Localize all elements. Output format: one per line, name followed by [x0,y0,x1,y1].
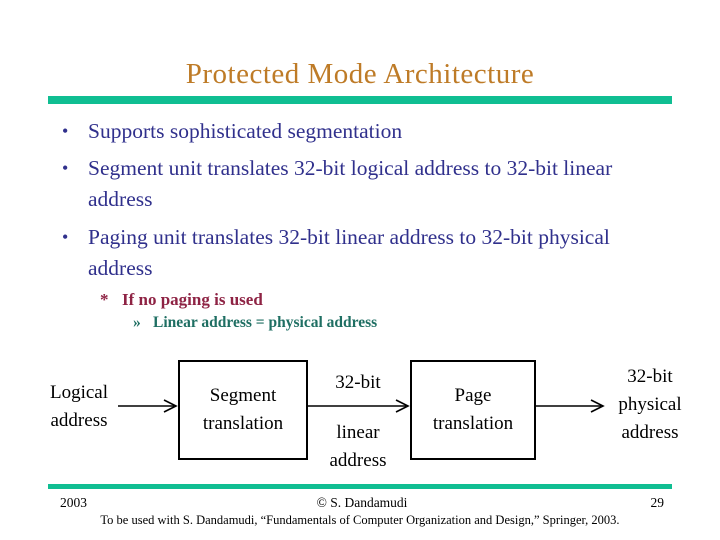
bullet-item: • Segment unit translates 32-bit logical… [62,153,700,215]
sub-sub-bullet-text: Linear address = physical address [153,314,378,332]
footer: 2003 © S. Dandamudi 29 [60,495,664,511]
bullet-text: Paging unit translates 32-bit linear add… [88,224,610,280]
physical-address-label: 32-bit physical address [618,366,682,443]
segment-translation-box: Segment translation [178,360,308,460]
title-divider-bar [48,96,672,104]
asterisk-bullet-icon: * [100,289,109,309]
logical-address-label: Logical address [49,382,109,431]
footer-year: 2003 [60,495,87,510]
slide-title: Protected Mode Architecture [185,58,535,90]
page-translation-box: Page translation [410,360,536,460]
guillemet-bullet-icon: » [133,314,141,332]
footer-divider-bar [48,484,672,489]
bullet-icon: • [62,226,69,247]
sub-bullet-text: If no paging is used [122,289,263,309]
bullet-list: • Supports sophisticated segmentation • … [0,116,700,333]
footer-copyright: © S. Dandamudi [316,495,408,510]
bullet-item: • Supports sophisticated segmentation [62,116,700,147]
footer-attribution: To be used with S. Dandamudi, “Fundament… [100,513,620,527]
diagram-arrows [118,399,605,413]
bullet-icon: • [62,121,69,141]
sub-sub-bullet-item: » Linear address = physical address [133,314,700,333]
footer-page-number: 29 [650,495,665,510]
bullet-text: Supports sophisticated segmentation [88,119,403,143]
bullet-text: Segment unit translates 32-bit logical a… [88,156,613,212]
bullet-item: • Paging unit translates 32-bit linear a… [62,222,700,284]
bullet-icon: • [62,158,69,179]
address-translation-diagram: Logical address Segment translation 32-b… [40,353,700,487]
linear-address-label-bottom: linear address [329,422,387,471]
sub-bullet-item: * If no paging is used [100,290,700,310]
linear-address-label-top: 32-bit [335,372,381,393]
